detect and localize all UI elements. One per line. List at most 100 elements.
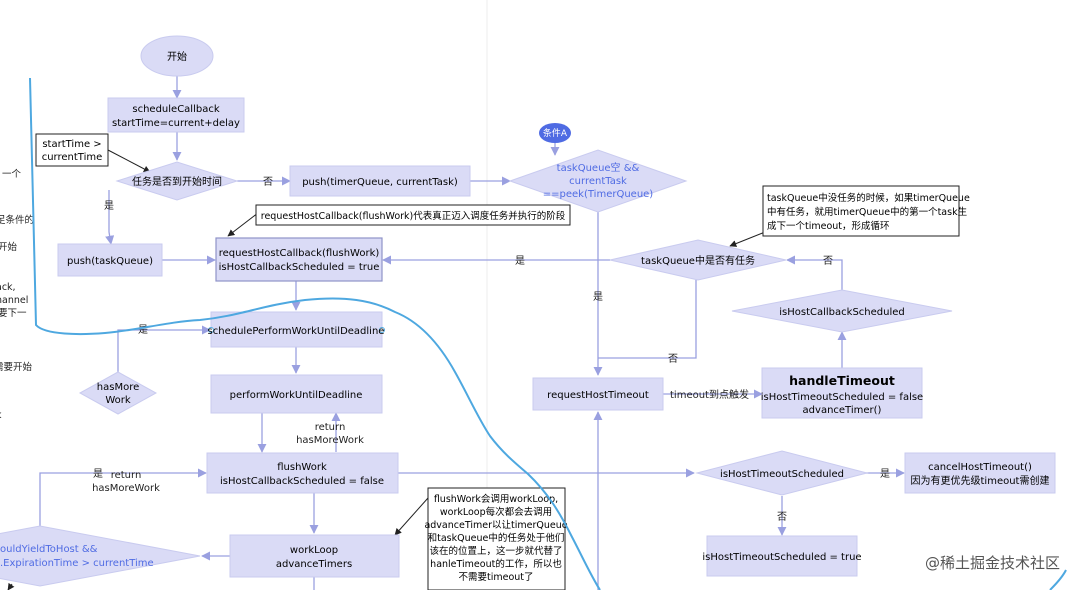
start-label: 开始 xyxy=(167,50,187,63)
edge-label-yes-4: 是 xyxy=(138,324,148,336)
push-task-queue-label: push(taskQueue) xyxy=(67,256,153,267)
node-flush-work[interactable]: flushWork isHostCallbackScheduled = fals… xyxy=(206,452,399,494)
flush-work-line-1: flushWork xyxy=(277,462,327,473)
decision-host-scheduled-label: isHostCallbackScheduled xyxy=(779,307,905,318)
note-start-time-line-2: currentTime xyxy=(42,152,103,163)
edge-label-no-3: 否 xyxy=(668,353,678,365)
edge-label-no-2: 否 xyxy=(823,255,833,267)
condition-a-line-2: currentTask xyxy=(569,176,627,187)
request-host-timeout-label: requestHostTimeout xyxy=(547,390,649,401)
edge-label-return-1-line-2: hasMoreWork xyxy=(296,435,364,446)
note-task-queue-line-1: taskQueue中没任务的时候，如果timerQueue xyxy=(767,192,970,204)
hand-drawn-annotation-line-end xyxy=(1049,569,1067,590)
request-host-callback-line-1: requestHostCallback(flushWork) xyxy=(219,248,380,259)
note-flush-work: flushWork会调用workLoop, workLoop每次都会去调用 ad… xyxy=(424,487,568,590)
perform-work-label: performWorkUntilDeadline xyxy=(230,390,363,401)
edge-label-yes-1: 是 xyxy=(104,200,114,212)
handle-timeout-line-2: isHostTimeoutScheduled = false xyxy=(761,392,923,403)
note-flush-work-line-1: flushWork会调用workLoop, xyxy=(434,493,558,505)
should-yield-line-1: ouldYieldToHost && xyxy=(0,544,98,555)
note-flush-work-line-2: workLoop每次都会去调用 xyxy=(440,506,552,518)
decision-timeout-scheduled[interactable]: isHostTimeoutScheduled xyxy=(695,450,869,496)
decision-should-yield[interactable]: ouldYieldToHost && .ExpirationTime > cur… xyxy=(0,525,201,587)
edge-label-yes-6: 是 xyxy=(880,468,890,480)
schedule-callback-line-1: scheduleCallback xyxy=(132,104,219,115)
handle-timeout-title: handleTimeout xyxy=(789,373,895,388)
note-task-queue-line-3: 成下一个timeout，形成循环 xyxy=(767,220,890,232)
left-fragment-3: 开始 xyxy=(0,241,18,253)
note-start-time-line-1: startTime > xyxy=(42,139,101,150)
edge-yield-yes-to-flush xyxy=(39,468,207,526)
set-timeout-scheduled-label: isHostTimeoutScheduled = true xyxy=(702,552,861,563)
note-request-host-label: requestHostCallback(flushWork)代表真正迈入调度任务… xyxy=(261,210,566,222)
edge-label-yes-2: 是 xyxy=(515,255,525,267)
flush-work-line-2: isHostCallbackScheduled = false xyxy=(220,476,384,487)
node-start[interactable]: 开始 xyxy=(140,35,214,77)
node-work-loop[interactable]: workLoop advanceTimers xyxy=(229,534,400,578)
decision-condition-a[interactable]: taskQueue空 && currentTask ==peek(TimerQu… xyxy=(508,149,688,213)
edge-has-more-yes-to-schedule-perform xyxy=(117,325,211,372)
decision-has-more-work[interactable]: hasMore Work xyxy=(78,371,158,415)
handle-timeout-line-3: advanceTimer() xyxy=(803,405,882,416)
watermark-label: @稀土掘金技术社区 xyxy=(925,554,1060,572)
node-schedule-perform-work[interactable]: schedulePerformWorkUntilDeadline xyxy=(208,311,385,348)
node-schedule-callback[interactable]: scheduleCallback startTime=current+delay xyxy=(107,97,245,133)
node-handle-timeout[interactable]: handleTimeout isHostTimeoutScheduled = f… xyxy=(761,367,923,419)
node-request-host-callback[interactable]: requestHostCallback(flushWork) isHostCal… xyxy=(215,237,383,282)
badge-condition-a[interactable]: 条件A xyxy=(539,123,571,143)
edge-label-no-1: 否 xyxy=(263,176,273,188)
edge-has-task-no-to-request-timeout xyxy=(598,280,697,359)
push-timer-queue-label: push(timerQueue, currentTask) xyxy=(302,177,458,188)
left-fragment-8: k xyxy=(0,410,2,421)
edge-label-yes-5: 是 xyxy=(93,468,103,480)
note-flush-work-line-3: advanceTimer以让timerQueue xyxy=(424,520,567,531)
decision-start-time[interactable]: 任务是否到开始时间 xyxy=(115,161,239,201)
node-cancel-host-timeout[interactable]: cancelHostTimeout() 因为有更优先级timeout需创建 xyxy=(904,452,1056,494)
decision-host-scheduled[interactable]: isHostCallbackScheduled xyxy=(731,289,953,333)
note-flush-work-line-4: 和taskQueue中的任务处于他们 xyxy=(428,532,565,544)
left-fragment-2: 足条件的 xyxy=(0,214,34,226)
node-perform-work[interactable]: performWorkUntilDeadline xyxy=(210,374,383,414)
schedule-callback-line-2: startTime=current+delay xyxy=(112,118,240,129)
left-fragment-7: 需要开始 xyxy=(0,361,33,373)
edge-label-return-2-line-2: hasMoreWork xyxy=(92,483,160,494)
note-task-queue: taskQueue中没任务的时候，如果timerQueue 中有任务，就用tim… xyxy=(762,185,970,237)
edge-label-return-1-line-1: return xyxy=(315,422,346,433)
edge-label-timeout-trigger: timeout到点触发 xyxy=(670,388,749,401)
note-task-queue-line-2: 中有任务，就用timerQueue中的第一个task生 xyxy=(767,206,968,218)
hand-drawn-annotation-line xyxy=(29,77,601,590)
schedule-perform-work-label: schedulePerformWorkUntilDeadline xyxy=(208,326,385,337)
edge-label-yes-3: 是 xyxy=(593,291,603,303)
edges xyxy=(39,76,905,590)
left-fragment-6: 要下一 xyxy=(0,308,27,319)
work-loop-line-1: workLoop xyxy=(290,545,338,556)
node-request-host-timeout[interactable]: requestHostTimeout xyxy=(532,377,664,411)
should-yield-line-2: .ExpirationTime > currentTime xyxy=(0,558,154,569)
edge-labels: 否 是 是 是 否 否 是 return hasMoreWork 是 retur… xyxy=(92,176,890,523)
edge-decision-to-push-task xyxy=(105,190,115,245)
left-edge-fragments: 一个 足条件的 开始 ack, hannel 要下一 需要开始 k xyxy=(0,169,34,421)
has-more-work-line-1: hasMore xyxy=(97,382,139,393)
work-loop-line-2: advanceTimers xyxy=(276,559,352,570)
note-flush-work-line-5: 该在的位置上，这一步就代替了 xyxy=(429,545,562,557)
node-set-timeout-scheduled[interactable]: isHostTimeoutScheduled = true xyxy=(702,535,862,577)
node-push-timer-queue[interactable]: push(timerQueue, currentTask) xyxy=(289,165,471,197)
has-more-work-line-2: Work xyxy=(105,395,131,406)
left-fragment-5: hannel xyxy=(0,295,28,306)
left-fragment-1: 一个 xyxy=(2,169,22,180)
note-start-time: startTime > currentTime xyxy=(35,133,109,167)
edge-label-return-2-line-1: return xyxy=(111,470,142,481)
node-push-task-queue[interactable]: push(taskQueue) xyxy=(57,243,163,277)
condition-a-line-3: ==peek(TimerQueue) xyxy=(543,189,654,200)
decision-start-time-label: 任务是否到开始时间 xyxy=(132,175,222,188)
condition-a-line-1: taskQueue空 && xyxy=(557,161,640,174)
decision-has-task[interactable]: taskQueue中是否有任务 xyxy=(609,239,787,281)
decision-has-task-label: taskQueue中是否有任务 xyxy=(641,254,755,267)
request-host-callback-line-2: isHostCallbackScheduled = true xyxy=(219,262,380,273)
note-request-host: requestHostCallback(flushWork)代表真正迈入调度任务… xyxy=(255,204,571,226)
decision-timeout-scheduled-label: isHostTimeoutScheduled xyxy=(720,469,844,480)
note-flush-work-line-6: hanleTimeout的工作，所以也 xyxy=(430,558,562,570)
cancel-host-timeout-line-1: cancelHostTimeout() xyxy=(928,462,1032,473)
edge-host-scheduled-no-to-has-task xyxy=(786,255,843,290)
